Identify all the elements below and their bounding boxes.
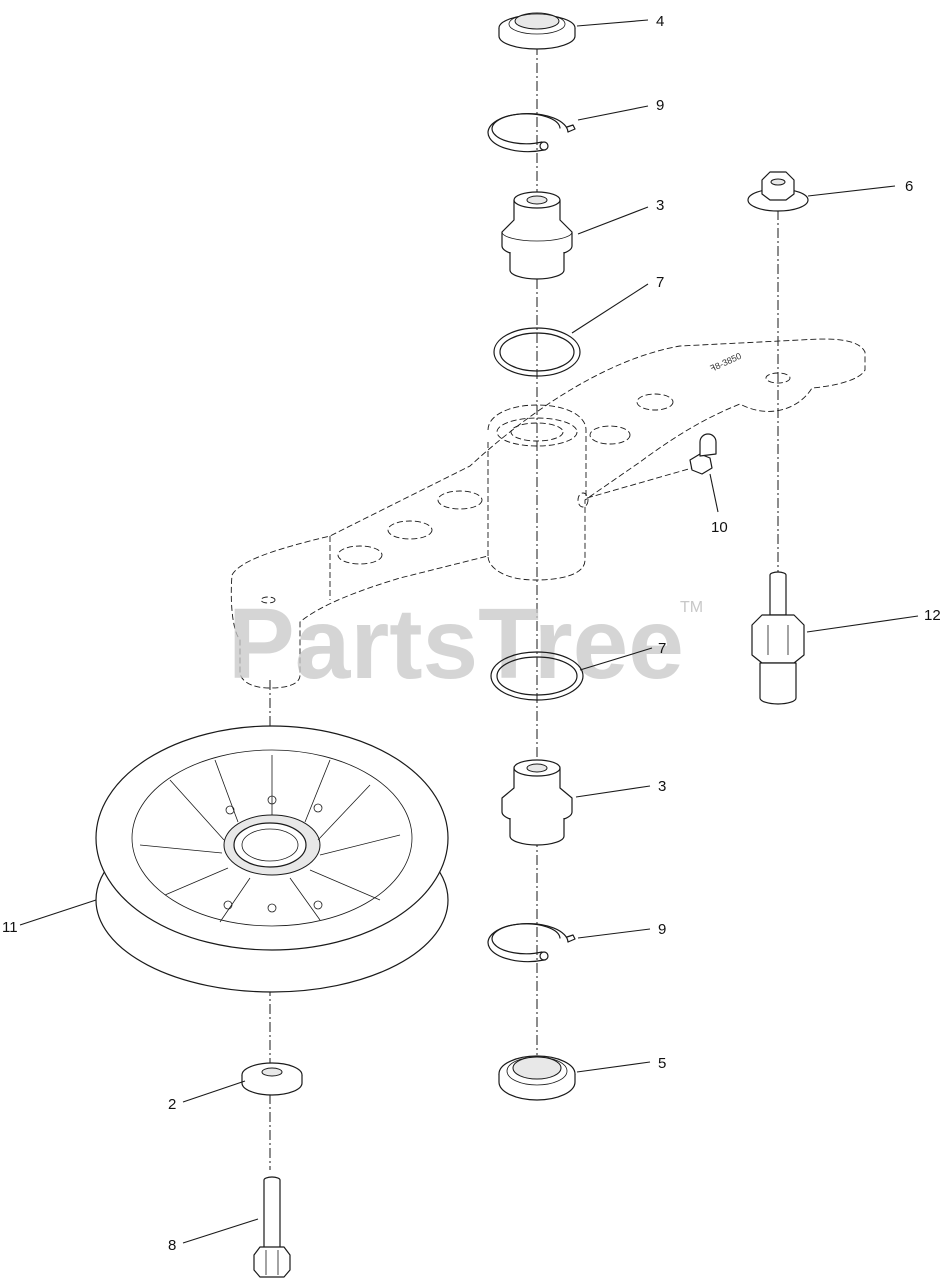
leader-lines xyxy=(19,19,919,1244)
watermark: PartsTree TM xyxy=(228,588,703,700)
seal-part-4 xyxy=(498,12,576,50)
callout-10: 10 xyxy=(711,519,728,536)
bolt-part-8 xyxy=(253,1176,291,1278)
callout-6: 6 xyxy=(905,178,913,195)
callout-9-top: 9 xyxy=(656,97,664,114)
svg-text:ꟻ8-3850: ꟻ8-3850 xyxy=(709,351,743,374)
bearing-part-3-top xyxy=(501,191,573,280)
callout-2: 2 xyxy=(168,1096,176,1113)
pulley-part-11 xyxy=(95,725,449,993)
callout-3-bottom: 3 xyxy=(658,778,666,795)
flange-nut-part-6 xyxy=(747,171,809,212)
o-ring-part-7-bottom xyxy=(490,651,584,701)
callout-7-bottom: 7 xyxy=(658,640,666,657)
retaining-ring-part-9-top xyxy=(487,112,576,153)
retaining-ring-part-9-bottom xyxy=(487,922,576,963)
spacer-part-2 xyxy=(241,1062,303,1096)
callout-labels: 4 9 3 6 7 10 12 7 3 11 9 5 2 8 xyxy=(2,13,941,1254)
callout-12: 12 xyxy=(924,607,941,624)
callout-3-top: 3 xyxy=(656,197,664,214)
seal-part-5 xyxy=(498,1055,576,1101)
callout-4: 4 xyxy=(656,13,664,30)
grease-fitting-part-10 xyxy=(586,433,717,499)
o-ring-part-7-top xyxy=(493,327,581,377)
callout-9-bottom: 9 xyxy=(658,921,666,938)
callout-8: 8 xyxy=(168,1237,176,1254)
stud-part-12 xyxy=(751,571,805,705)
callout-5: 5 xyxy=(658,1055,666,1072)
callout-11: 11 xyxy=(2,919,18,936)
watermark-tm: TM xyxy=(680,599,703,616)
bearing-part-3-bottom xyxy=(501,759,573,846)
callout-7-top: 7 xyxy=(656,274,664,291)
watermark-text: PartsTree xyxy=(228,588,684,700)
